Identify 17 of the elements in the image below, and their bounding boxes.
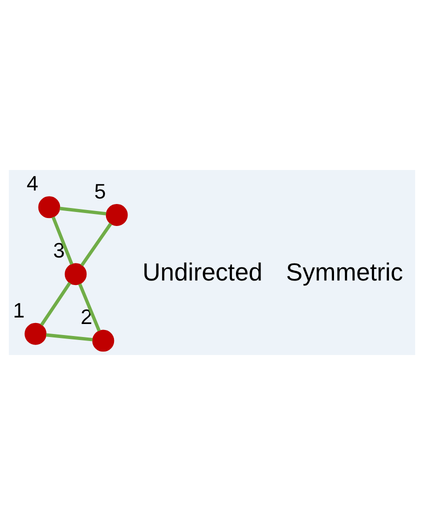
node-label: 4 <box>26 172 38 196</box>
node-circle <box>92 329 114 352</box>
node-label: 1 <box>13 298 25 322</box>
node-circle <box>24 322 47 344</box>
connector <box>40 282 72 326</box>
node-circle <box>64 262 87 285</box>
node-circle <box>38 196 60 218</box>
node-label: 5 <box>94 180 106 203</box>
node-label: 3 <box>53 239 65 262</box>
label: Undirected <box>142 258 262 286</box>
connector <box>52 216 74 264</box>
connector <box>60 206 106 215</box>
node-circle <box>106 204 128 226</box>
connector <box>46 332 93 341</box>
label: Symmetric <box>286 258 404 286</box>
connector <box>80 222 112 266</box>
connector <box>78 282 101 331</box>
